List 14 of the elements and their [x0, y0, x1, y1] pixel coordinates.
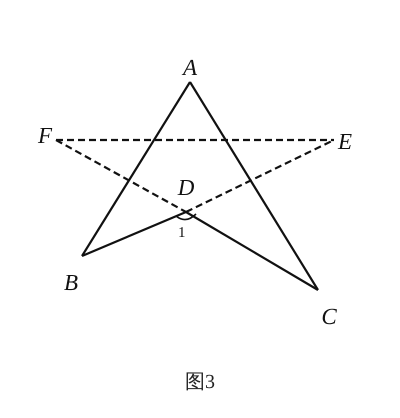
angle-label: 1	[178, 226, 186, 241]
dashed-line	[55, 139, 187, 213]
point-label: B	[64, 271, 78, 294]
point-label: E	[338, 130, 352, 153]
line-segment	[185, 211, 319, 291]
point-label: A	[182, 56, 198, 79]
point-label: C	[321, 305, 337, 328]
figure-caption: 图3	[185, 371, 215, 393]
line-segment	[189, 81, 319, 291]
point-label: D	[178, 176, 194, 199]
line-segment	[82, 210, 186, 258]
point-label: F	[38, 124, 52, 147]
line-segment	[81, 81, 191, 257]
dashed-line	[56, 138, 334, 142]
